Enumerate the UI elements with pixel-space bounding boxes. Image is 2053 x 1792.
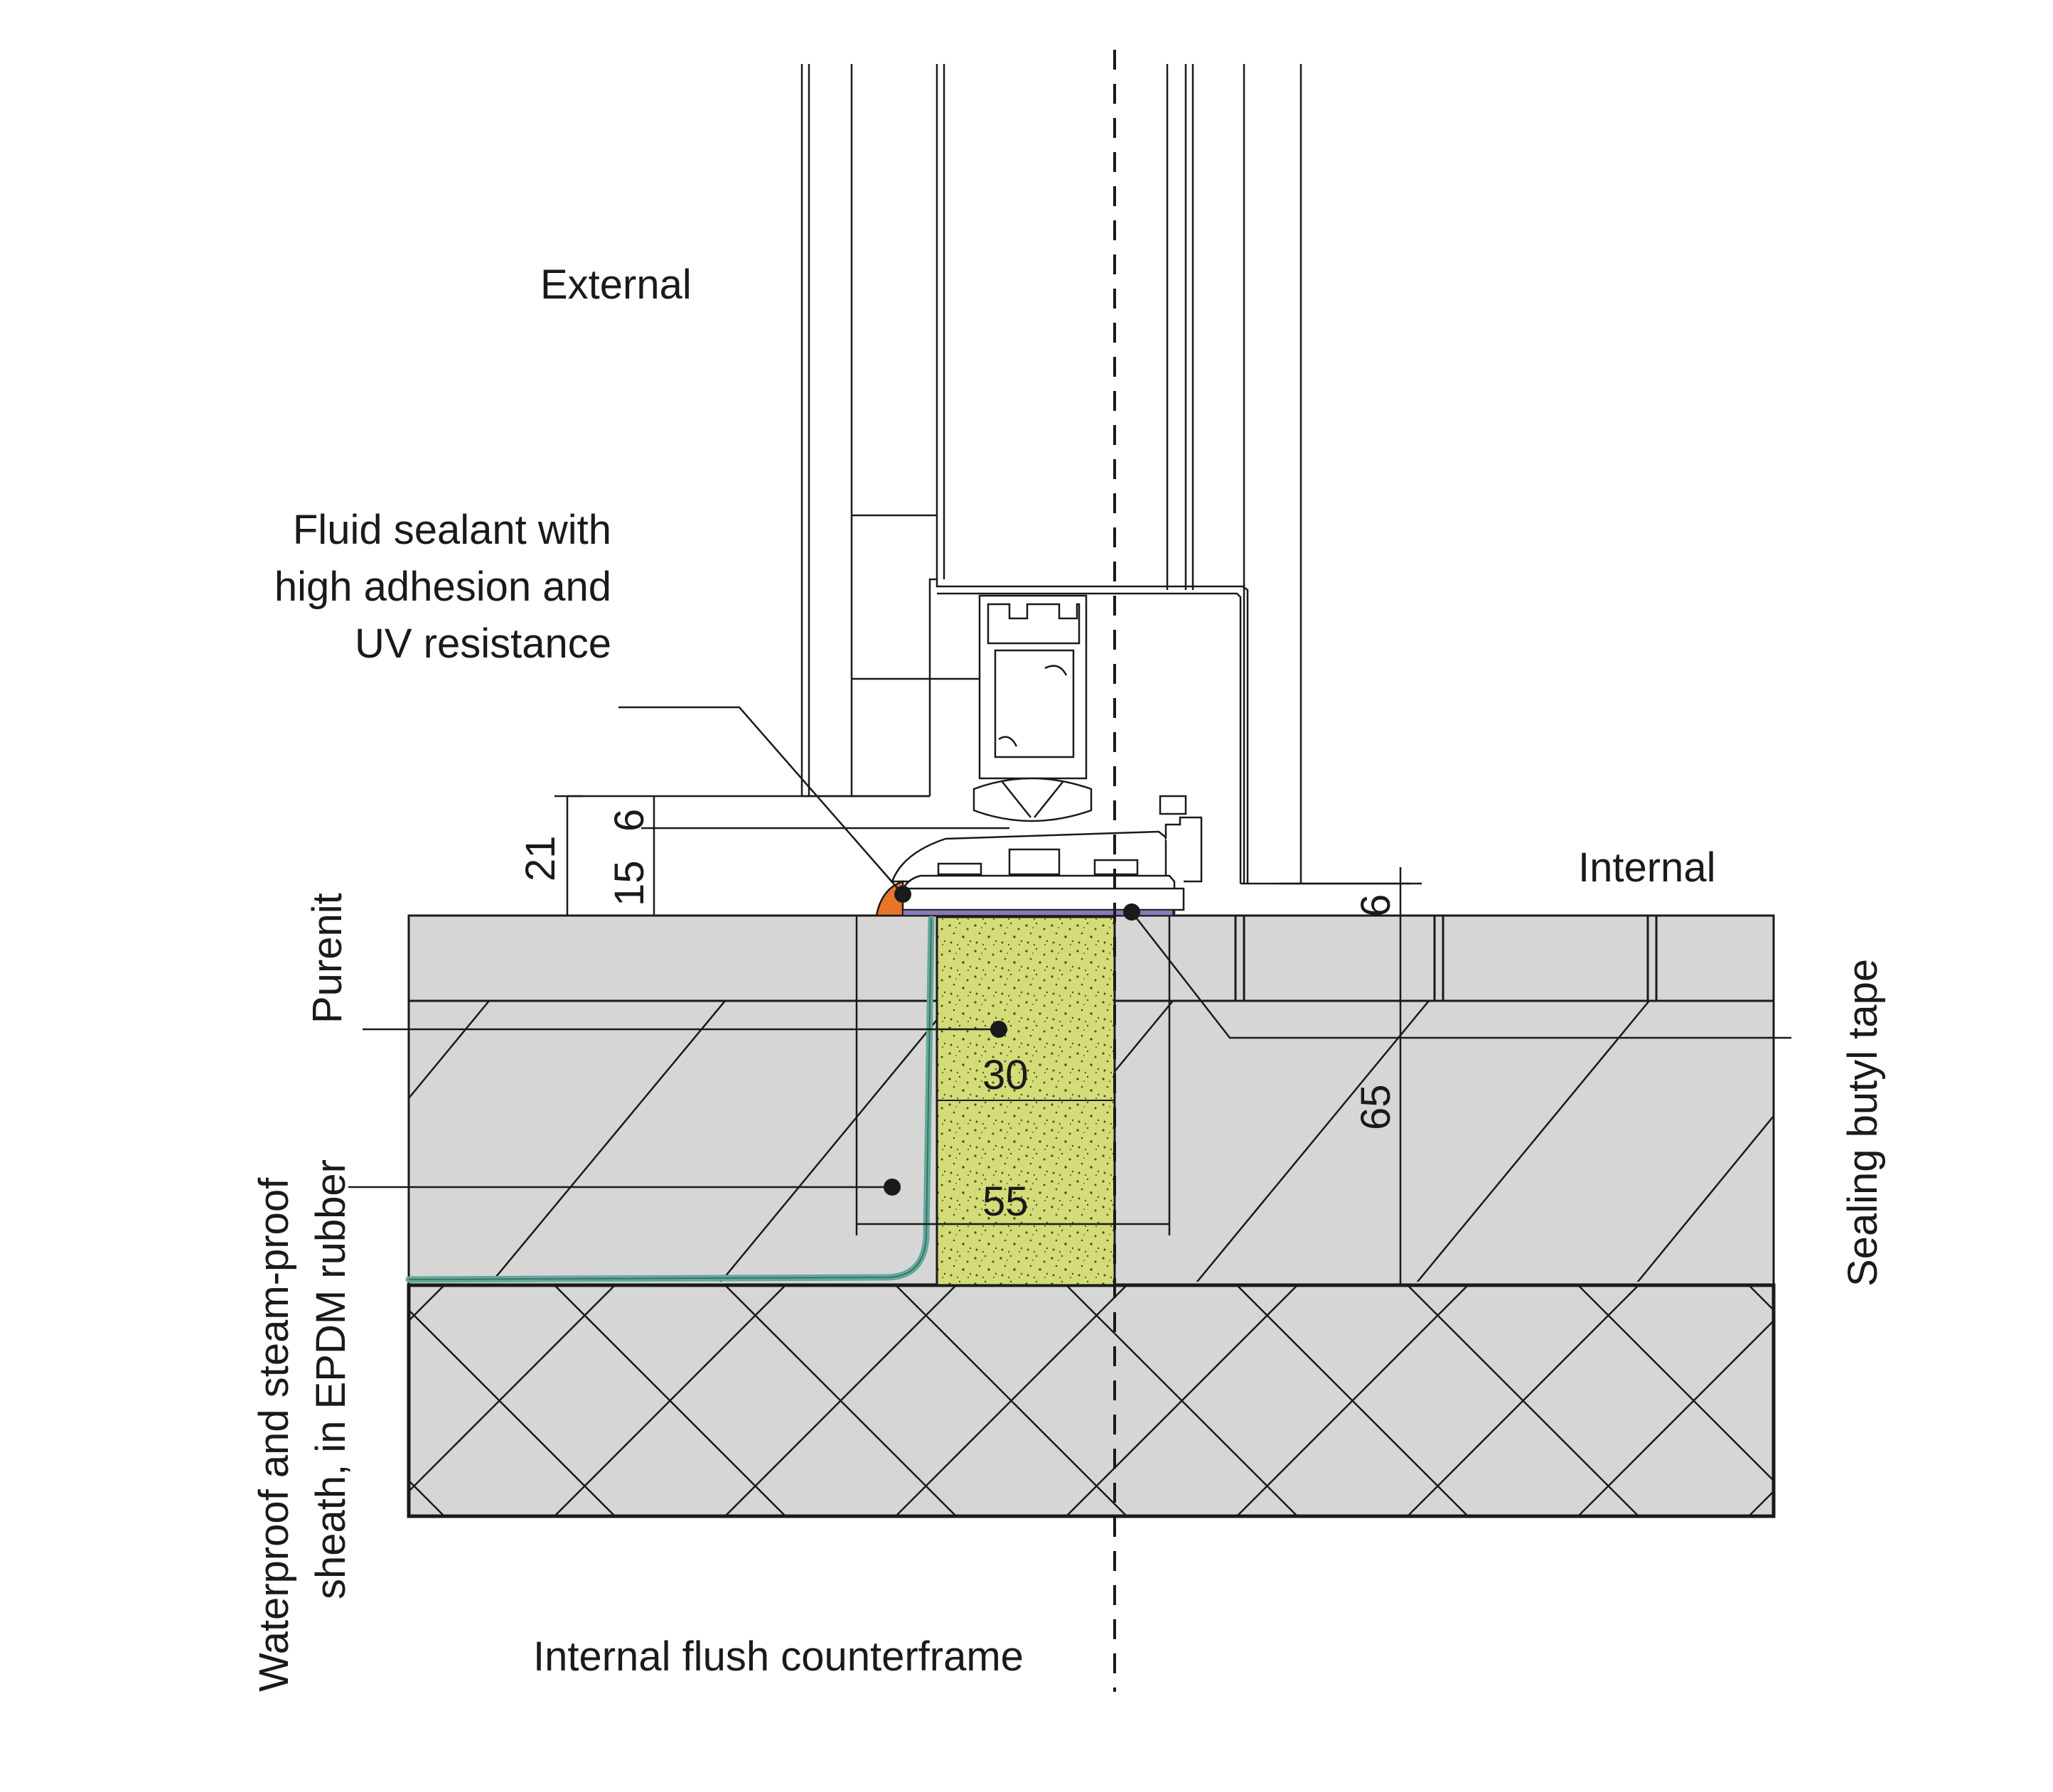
label-counterframe: Internal flush counterframe xyxy=(533,1633,1024,1680)
dim-21: 21 xyxy=(518,835,564,881)
label-epdm-2: sheath, in EPDM rubber xyxy=(308,1159,354,1599)
threshold-profile xyxy=(891,795,1203,915)
label-purenit: Purenit xyxy=(304,893,350,1024)
butyl-tape xyxy=(902,909,1174,916)
dim-30: 30 xyxy=(982,1052,1029,1098)
base-slab xyxy=(407,1283,1776,1518)
dim-55: 55 xyxy=(982,1179,1029,1225)
leader-dots xyxy=(884,886,1140,1196)
insulation-block xyxy=(936,916,1116,1287)
dim-15: 15 xyxy=(606,860,653,906)
label-fluid-sealant-1: Fluid sealant with xyxy=(293,507,611,553)
dim-6-top: 6 xyxy=(606,809,653,832)
label-fluid-sealant-3: UV resistance xyxy=(355,621,611,667)
label-internal: Internal xyxy=(1578,844,1715,891)
label-fluid-sealant-2: high adhesion and xyxy=(274,564,611,610)
window-frame xyxy=(567,64,1422,885)
dim-6-right: 6 xyxy=(1353,894,1399,917)
dimension-lines xyxy=(554,795,1411,1285)
leader-lines xyxy=(348,706,1791,1189)
label-sealing-butyl-tape: Sealing butyl tape xyxy=(1840,959,1886,1287)
sash-profile xyxy=(972,594,1093,822)
label-external: External xyxy=(540,262,692,308)
label-epdm-1: Waterproof and steam-proof xyxy=(251,1177,297,1692)
dim-65: 65 xyxy=(1353,1084,1399,1130)
